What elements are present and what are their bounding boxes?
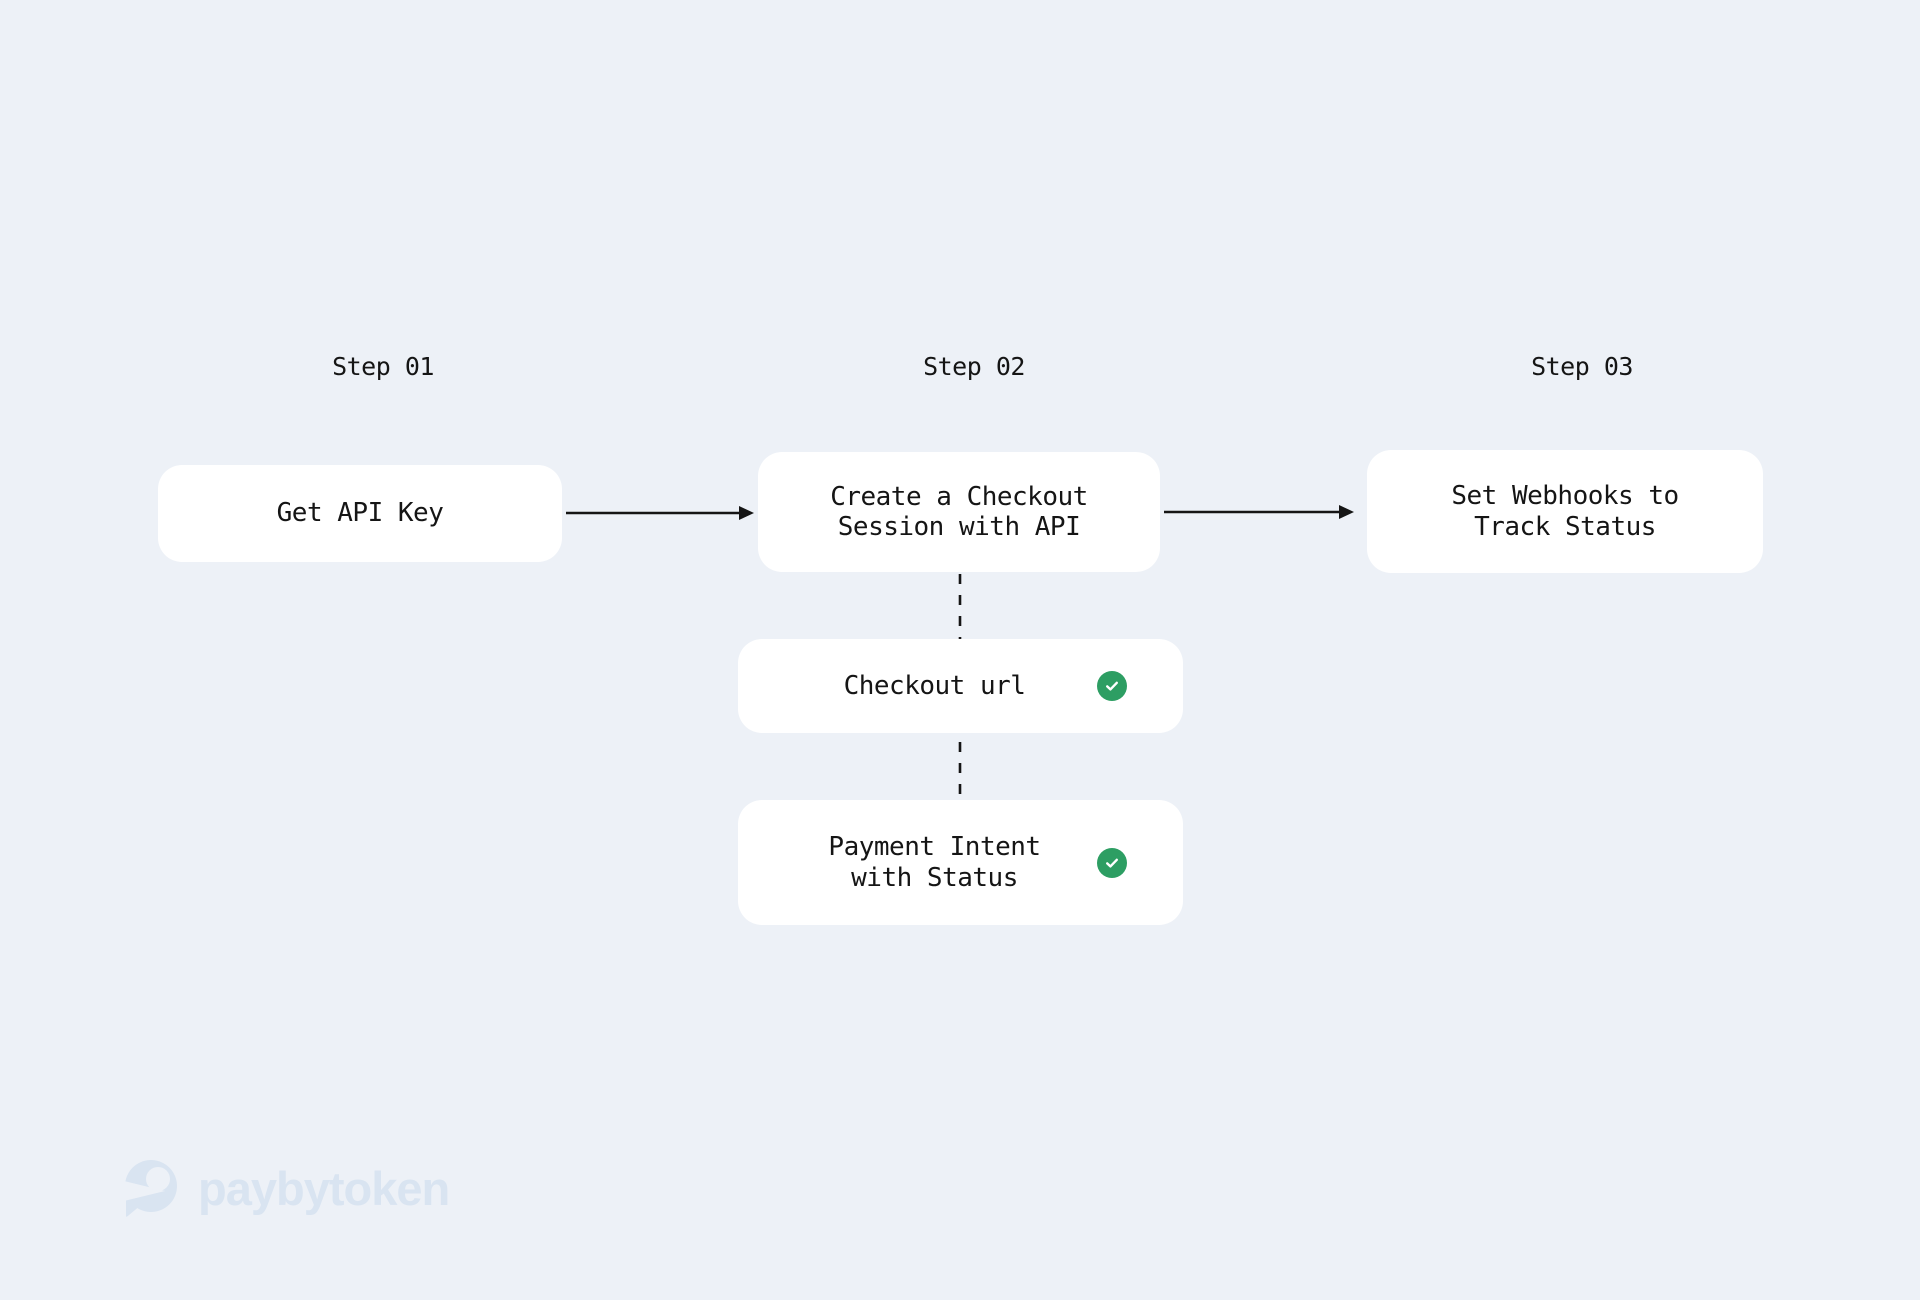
node-checkout-url: Checkout url bbox=[738, 639, 1183, 733]
arrow-step1-to-step2 bbox=[566, 506, 754, 520]
node-get-api-key: Get API Key bbox=[158, 465, 562, 562]
check-circle-icon bbox=[1097, 671, 1127, 701]
node-title: Get API Key bbox=[276, 498, 444, 529]
node-title: Payment Intent with Status bbox=[828, 832, 1041, 893]
node-set-webhooks: Set Webhooks to Track Status bbox=[1367, 450, 1763, 573]
step-label-01: Step 01 bbox=[332, 352, 434, 381]
arrow-step2-to-step3 bbox=[1164, 505, 1354, 519]
paybytoken-logo: paybytoken bbox=[118, 1160, 450, 1218]
node-create-checkout-session: Create a Checkout Session with API bbox=[758, 452, 1160, 572]
node-title: Set Webhooks to Track Status bbox=[1451, 481, 1679, 542]
logo-wordmark: paybytoken bbox=[198, 1162, 450, 1215]
step-label-02: Step 02 bbox=[923, 352, 1025, 381]
check-circle-icon bbox=[1097, 847, 1127, 878]
step-label-03: Step 03 bbox=[1531, 352, 1633, 381]
node-title: Checkout url bbox=[843, 670, 1026, 701]
logo-mark-icon bbox=[120, 1160, 177, 1217]
node-title: Create a Checkout Session with API bbox=[830, 481, 1088, 542]
node-payment-intent: Payment Intent with Status bbox=[738, 800, 1183, 925]
